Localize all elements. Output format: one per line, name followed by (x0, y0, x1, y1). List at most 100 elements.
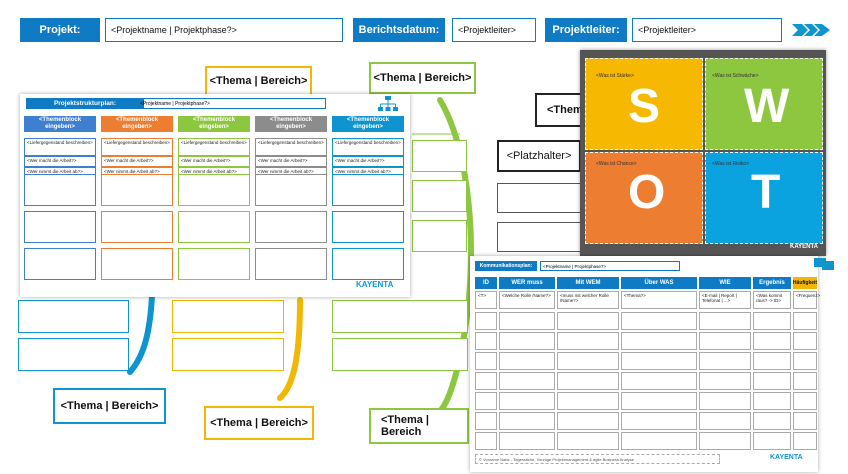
table-cell[interactable] (793, 312, 817, 330)
psp-cell-line1[interactable]: <Liefergegenstand beschreiben> (332, 138, 404, 156)
psp-cell-line1[interactable]: <Liefergegenstand beschreiben> (255, 138, 327, 156)
table-cell[interactable] (557, 312, 619, 330)
psp-column-head-1[interactable]: <Themenblock eingeben> (24, 116, 96, 132)
psp-cell-line2[interactable]: <Wer macht die Arbeit?> (101, 156, 173, 167)
table-cell[interactable] (621, 372, 697, 390)
table-cell[interactable] (699, 392, 751, 410)
table-cell[interactable] (557, 332, 619, 350)
table-cell[interactable] (793, 372, 817, 390)
table-cell[interactable] (699, 412, 751, 430)
table-cell[interactable] (753, 372, 791, 390)
psp-slot[interactable] (332, 211, 404, 243)
psp-slot[interactable] (255, 174, 327, 206)
psp-slot[interactable] (24, 174, 96, 206)
cell-wem[interactable]: <muss mit welcher Rolle /Name?> (557, 291, 619, 309)
table-cell[interactable] (499, 312, 555, 330)
table-cell[interactable] (621, 412, 697, 430)
branch-box-green-5[interactable] (332, 338, 468, 371)
swot-quadrant-o[interactable]: <Was ist Chance> O (585, 152, 703, 244)
topic-box-green-bottom[interactable]: <Thema | Bereich (369, 408, 469, 444)
platzhalter-box[interactable]: <Platzhalter> (497, 140, 581, 172)
psp-project-field[interactable]: <Projektname | Projektphase?> (136, 98, 326, 109)
psp-cell-line2[interactable]: <Wer macht die Arbeit?> (178, 156, 250, 167)
matrix-project-field[interactable]: <Projektname | Projektphase?> (540, 261, 680, 271)
table-cell[interactable] (499, 412, 555, 430)
psp-slot[interactable] (255, 248, 327, 280)
berichtsdatum-field[interactable]: <Projektleiter> (452, 18, 536, 42)
topic-box-green-top[interactable]: <Thema | Bereich> (369, 62, 476, 94)
branch-box-blue-2[interactable] (18, 338, 129, 371)
psp-cell-line2[interactable]: <Wer macht die Arbeit?> (332, 156, 404, 167)
table-cell[interactable] (621, 352, 697, 370)
projektleiter-field[interactable]: <Projektleiter> (632, 18, 782, 42)
branch-box-grey-2[interactable] (497, 222, 581, 252)
table-cell[interactable] (753, 312, 791, 330)
table-cell[interactable] (475, 352, 497, 370)
table-cell[interactable] (621, 432, 697, 450)
table-cell[interactable] (475, 432, 497, 450)
cell-haeufigkeit[interactable]: <Frequenz> (793, 291, 820, 309)
psp-slot[interactable] (178, 248, 250, 280)
table-cell[interactable] (557, 392, 619, 410)
psp-slot[interactable] (255, 211, 327, 243)
branch-box-gold-2[interactable] (172, 338, 284, 371)
psp-cell-line2[interactable]: <Wer macht die Arbeit?> (255, 156, 327, 167)
table-cell[interactable] (557, 372, 619, 390)
projekt-field[interactable]: <Projektname | Projektphase?> (105, 18, 343, 42)
table-cell[interactable] (557, 412, 619, 430)
branch-box-green-1[interactable] (412, 140, 467, 172)
table-cell[interactable] (475, 332, 497, 350)
table-cell[interactable] (499, 352, 555, 370)
table-cell[interactable] (793, 352, 817, 370)
table-cell[interactable] (699, 312, 751, 330)
cell-ergebnis[interactable]: <Was kommt raus? -> ID> (753, 291, 791, 309)
psp-column-head-5[interactable]: <Themenblock eingeben> (332, 116, 404, 132)
table-cell[interactable] (793, 412, 817, 430)
psp-slot[interactable] (178, 211, 250, 243)
swot-quadrant-s[interactable]: <Was ist Stärke> S (585, 58, 703, 150)
table-cell[interactable] (499, 432, 555, 450)
swot-quadrant-t[interactable]: <Was ist Risiko> T (705, 152, 823, 244)
table-cell[interactable] (753, 392, 791, 410)
table-cell[interactable] (621, 392, 697, 410)
psp-column-head-4[interactable]: <Themenblock eingeben> (255, 116, 327, 132)
psp-slot[interactable] (24, 248, 96, 280)
branch-box-gold-1[interactable] (172, 300, 284, 333)
psp-cell-line2[interactable]: <Wer macht die Arbeit?> (24, 156, 96, 167)
table-cell[interactable] (621, 312, 697, 330)
topic-box-blue-bottom[interactable]: <Thema | Bereich> (53, 388, 166, 424)
psp-slot[interactable] (332, 174, 404, 206)
table-cell[interactable] (753, 332, 791, 350)
table-cell[interactable] (475, 392, 497, 410)
table-cell[interactable] (793, 392, 817, 410)
table-cell[interactable] (499, 392, 555, 410)
cell-was[interactable]: <Thema?> (621, 291, 697, 309)
psp-column-head-3[interactable]: <Themenblock eingeben> (178, 116, 250, 132)
table-cell[interactable] (475, 312, 497, 330)
table-cell[interactable] (557, 352, 619, 370)
table-cell[interactable] (621, 332, 697, 350)
table-cell[interactable] (699, 372, 751, 390)
psp-cell-line1[interactable]: <Liefergegenstand beschreiben> (101, 138, 173, 156)
table-cell[interactable] (557, 432, 619, 450)
table-cell[interactable] (753, 412, 791, 430)
table-cell[interactable] (475, 372, 497, 390)
psp-column-head-2[interactable]: <Themenblock eingeben> (101, 116, 173, 132)
table-cell[interactable] (499, 372, 555, 390)
cell-wie[interactable]: <E-mail | Report | Telefonat | ...> (699, 291, 751, 309)
topic-box-gold-bottom[interactable]: <Thema | Bereich> (204, 406, 314, 440)
table-cell[interactable] (699, 432, 751, 450)
branch-box-green-2[interactable] (412, 180, 467, 212)
table-cell[interactable] (699, 332, 751, 350)
table-cell[interactable] (753, 432, 791, 450)
psp-slot[interactable] (24, 211, 96, 243)
psp-slot[interactable] (332, 248, 404, 280)
table-cell[interactable] (793, 432, 817, 450)
psp-slot[interactable] (178, 174, 250, 206)
swot-quadrant-w[interactable]: <Was ist Schwäche> W (705, 58, 823, 150)
branch-box-green-3[interactable] (412, 220, 467, 252)
table-cell[interactable] (499, 332, 555, 350)
cell-id[interactable]: <T> (475, 291, 497, 309)
branch-box-green-4[interactable] (332, 300, 468, 333)
table-cell[interactable] (793, 332, 817, 350)
